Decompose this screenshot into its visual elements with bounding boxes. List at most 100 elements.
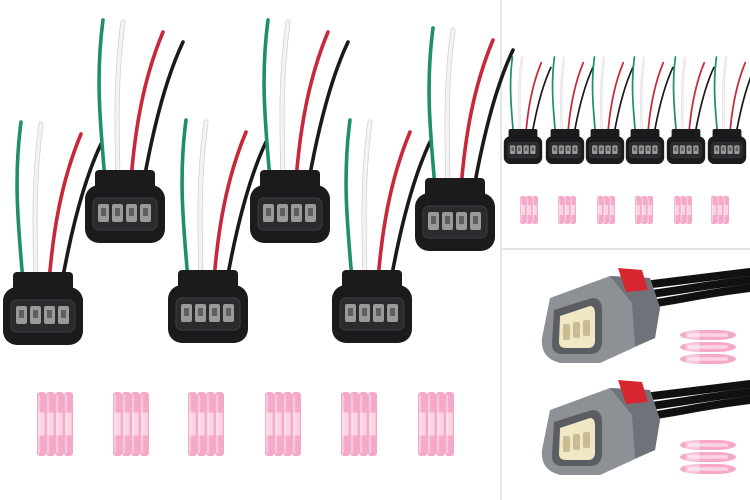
terminal-center: [342, 412, 349, 436]
mini-terminal-group: [520, 196, 538, 224]
pink-terminal: [131, 392, 140, 456]
terminal-center: [189, 412, 196, 436]
pink-terminal: [427, 392, 436, 456]
terminal-highlight: [641, 197, 644, 223]
terminal-highlight: [283, 394, 287, 454]
mini-terminal-group: [558, 196, 576, 224]
pink-terminal: [55, 392, 64, 456]
pin-slot: [640, 147, 643, 152]
black-connector: [3, 120, 103, 345]
terminal-center: [647, 204, 653, 216]
terminal-center: [123, 412, 130, 436]
terminal-highlight: [197, 394, 201, 454]
red-lock: [618, 268, 648, 292]
terminal-center: [641, 204, 647, 216]
insert-slot: [573, 322, 580, 338]
terminal-center: [688, 467, 728, 471]
pink-terminal: [711, 196, 717, 224]
terminal-group: [188, 392, 224, 456]
wire: [97, 18, 107, 182]
pin-slot: [184, 308, 189, 316]
wire: [472, 48, 515, 190]
wire: [362, 120, 372, 282]
terminal-center: [520, 204, 526, 216]
terminal-center: [532, 204, 538, 216]
terminal-center: [207, 412, 214, 436]
gray-housing-side: [610, 388, 660, 458]
pin-slot: [566, 147, 570, 152]
pink-terminal: [274, 392, 283, 456]
terminal-highlight: [685, 452, 700, 462]
pink-terminal: [680, 452, 736, 462]
pink-terminal: [436, 392, 445, 456]
pink-terminal: [368, 392, 377, 456]
pin-slot: [633, 147, 636, 152]
wire: [280, 20, 290, 182]
terminal-center: [564, 204, 570, 216]
terminal-highlight: [292, 394, 296, 454]
pin-slot: [47, 310, 52, 318]
wire: [15, 120, 25, 284]
wire: [653, 66, 674, 135]
terminal-center: [688, 357, 728, 361]
pin-slot: [646, 147, 650, 152]
black-connector: [332, 118, 432, 343]
terminal-center: [711, 204, 717, 216]
black-connector: [415, 26, 515, 251]
pink-terminal: [359, 392, 368, 456]
wire: [376, 130, 412, 282]
wire: [142, 40, 185, 182]
terminal-highlight: [570, 197, 573, 223]
terminal-center: [558, 204, 564, 216]
black-connector: [545, 56, 594, 165]
wire: [459, 38, 495, 190]
insert-slot: [583, 432, 590, 448]
pink-terminal: [680, 196, 686, 224]
terminal-highlight: [350, 394, 354, 454]
pin-slot: [362, 308, 367, 316]
pin-slot: [459, 216, 464, 224]
terminal-center: [570, 204, 576, 216]
insert-slot: [573, 434, 580, 450]
main-connector-group: [3, 18, 515, 456]
pin-slot: [198, 308, 203, 316]
wire: [33, 122, 43, 284]
pin-slot: [33, 310, 38, 318]
pin-slot: [115, 208, 120, 216]
wire: [531, 66, 552, 135]
pin-slot: [61, 310, 66, 318]
pink-terminal: [37, 392, 46, 456]
wire: [509, 56, 515, 135]
terminal-center: [56, 412, 63, 436]
black-connector: [625, 56, 674, 165]
black-connector: [503, 56, 552, 165]
wire: [47, 132, 83, 284]
terminal-highlight: [597, 197, 600, 223]
wire: [631, 56, 637, 135]
wire: [722, 57, 727, 135]
pin-slot: [722, 147, 725, 152]
terminal-center: [717, 204, 723, 216]
terminal-group: [113, 392, 149, 456]
terminal-center: [351, 412, 358, 436]
wire: [688, 61, 706, 135]
pin-slot: [613, 147, 617, 152]
terminal-highlight: [46, 394, 50, 454]
wire: [525, 61, 543, 135]
terminal-highlight: [122, 394, 126, 454]
wire: [445, 28, 455, 190]
terminal-highlight: [685, 342, 700, 352]
terminal-center: [284, 412, 291, 436]
black-connector: [585, 56, 634, 165]
terminal-center: [686, 204, 692, 216]
wire: [129, 30, 165, 182]
terminal-highlight: [265, 394, 269, 454]
black-connector: [168, 118, 268, 343]
vertical-divider: [500, 0, 502, 500]
insert-slot: [563, 436, 570, 452]
mini-connector-group: [503, 56, 750, 224]
pin-slot: [212, 308, 217, 316]
pin-slot: [573, 147, 577, 152]
pink-terminal: [680, 342, 736, 352]
pink-terminal: [717, 196, 723, 224]
